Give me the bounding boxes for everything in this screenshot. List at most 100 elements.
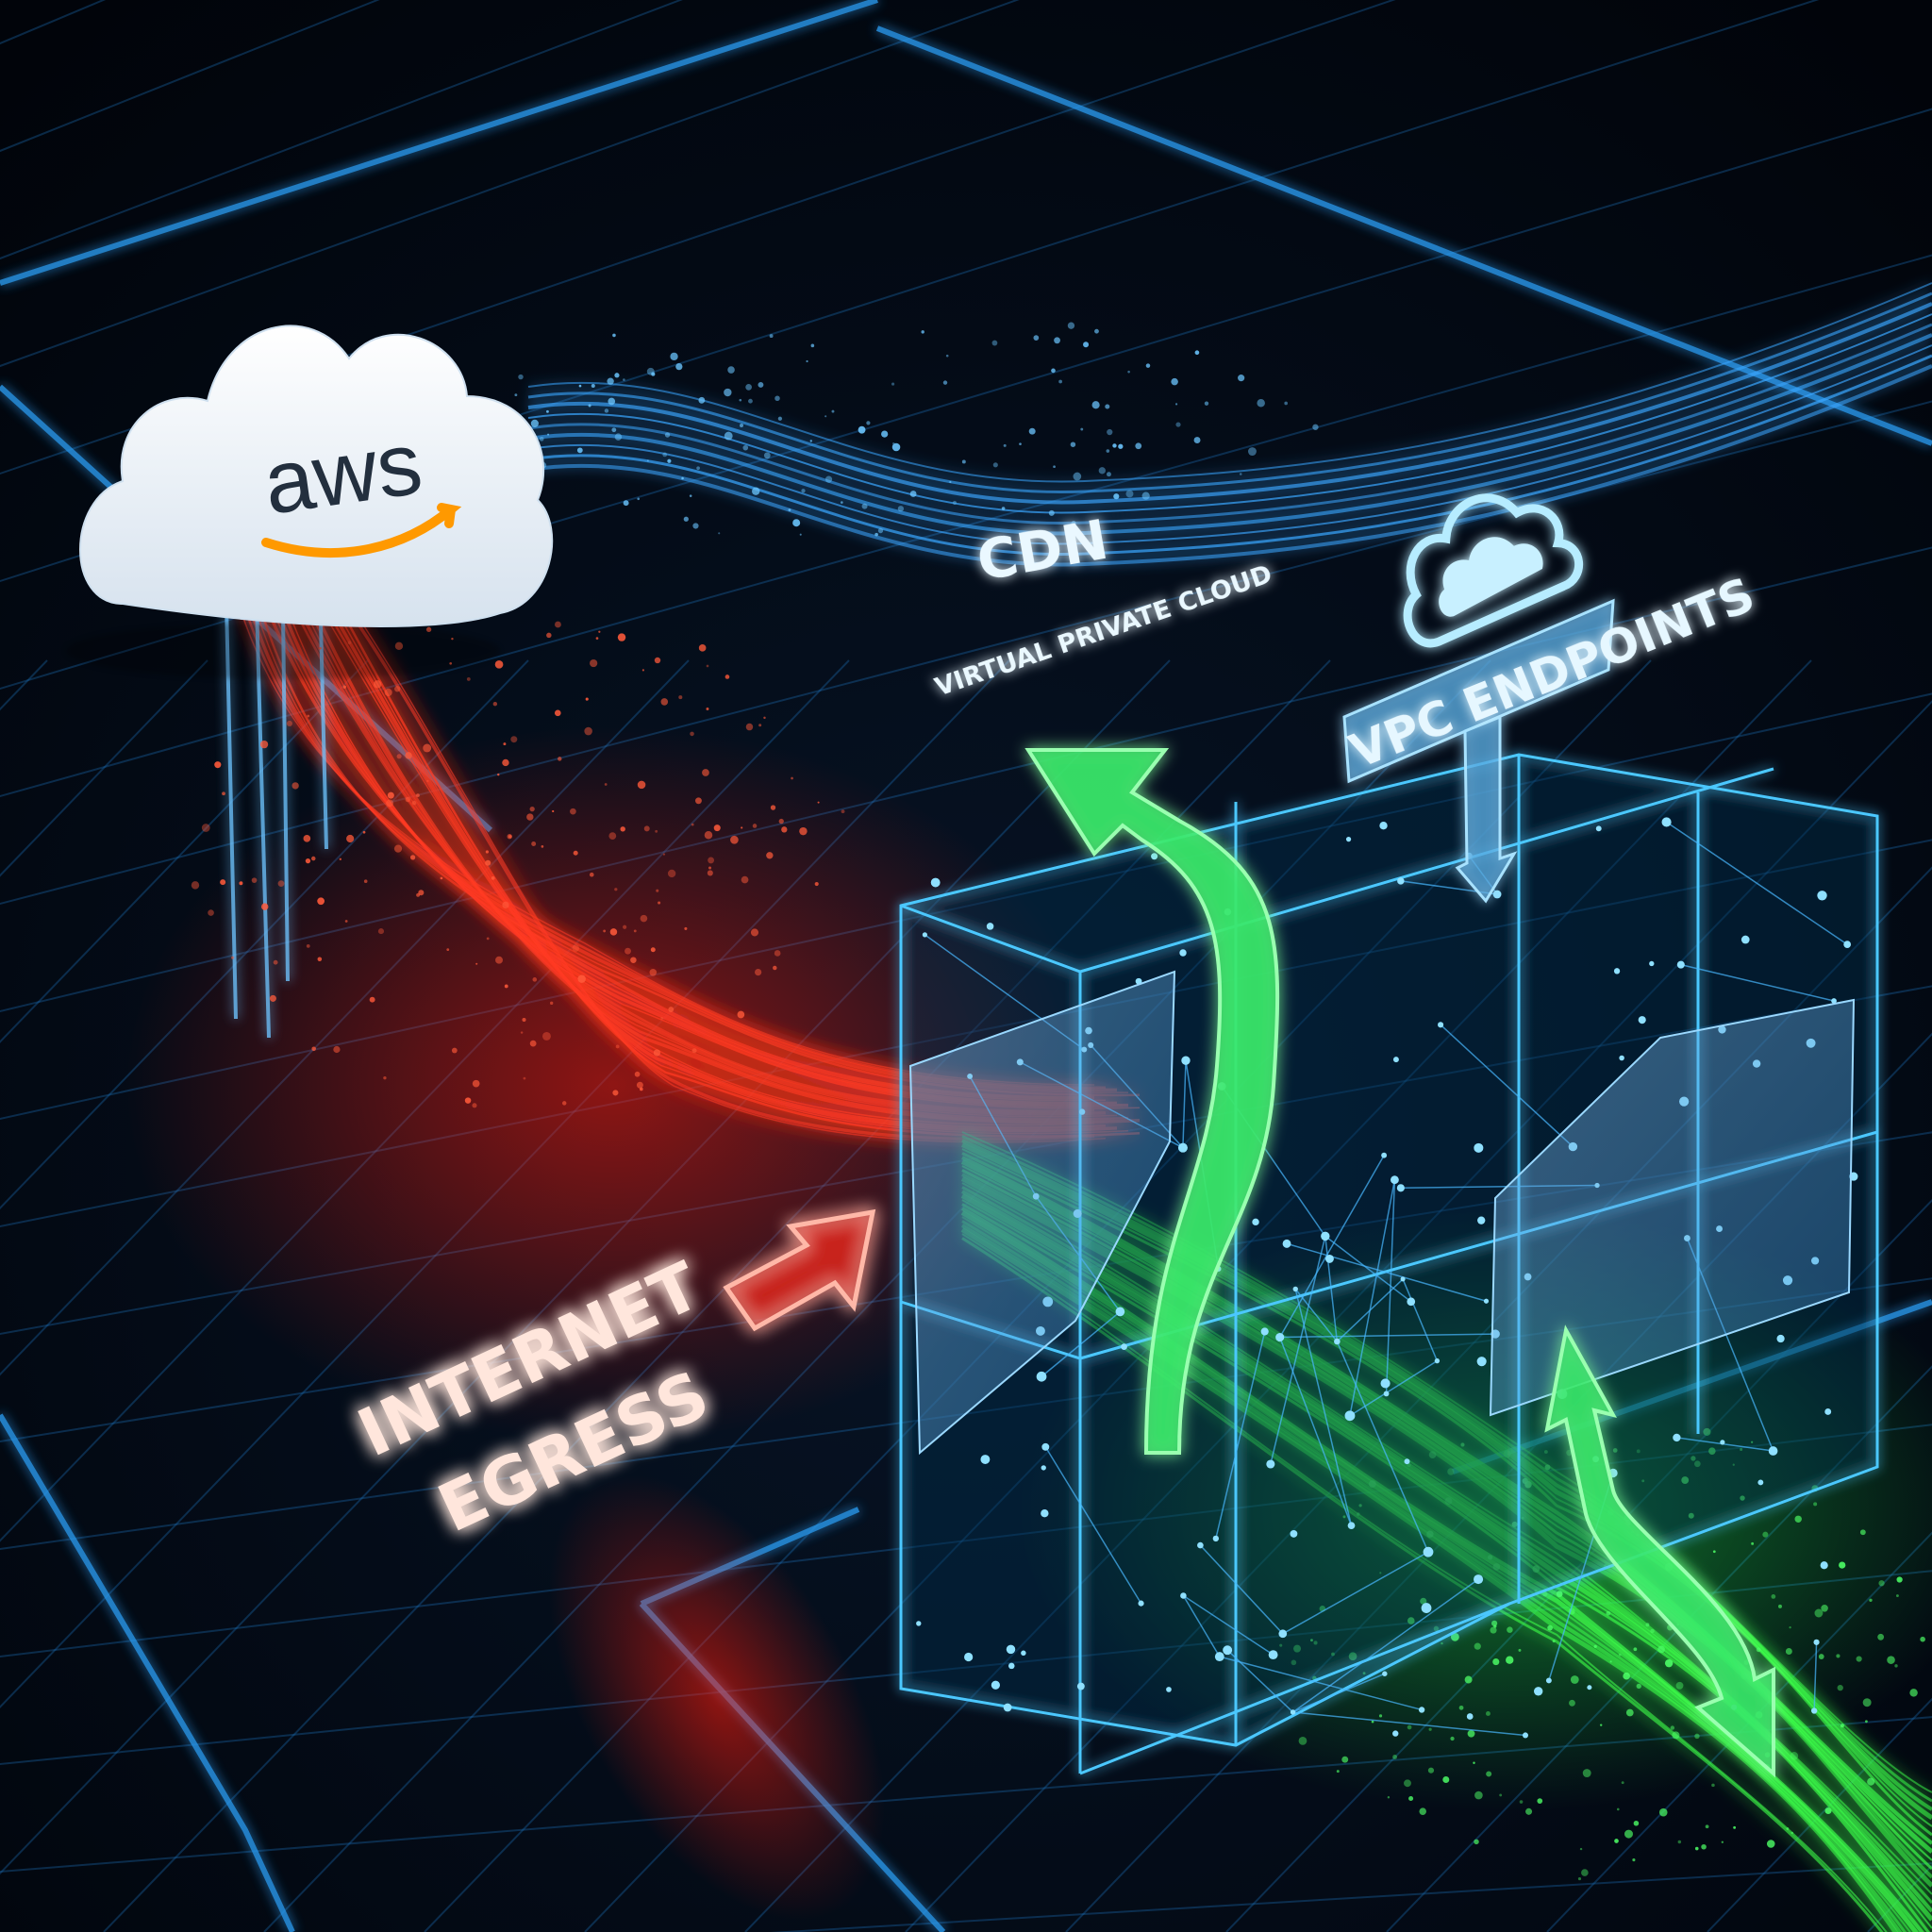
mesh-node [1347, 1522, 1356, 1530]
particle [667, 458, 672, 463]
grid-line [0, 659, 369, 1043]
mesh-node [1661, 817, 1672, 827]
particle [416, 892, 421, 897]
particle [251, 877, 258, 883]
particle [1645, 1623, 1650, 1627]
cloud-outline-icon [1403, 493, 1583, 648]
particle [588, 404, 591, 408]
mesh-node [1740, 935, 1750, 944]
mesh-link [1676, 1437, 1774, 1452]
particle [485, 859, 491, 866]
mesh-link [1680, 963, 1835, 1002]
red-stream-strand [336, 592, 1095, 1141]
particle [208, 909, 214, 916]
red-data-stream [235, 592, 1141, 1143]
particle [317, 897, 325, 906]
particle [1067, 322, 1075, 329]
particle [708, 857, 715, 864]
particle [405, 796, 411, 803]
particle [1392, 1755, 1398, 1759]
particle [1778, 1604, 1782, 1608]
particle [310, 856, 316, 861]
particle [1028, 427, 1036, 435]
mesh-node [1466, 1713, 1474, 1720]
particle [1247, 447, 1257, 457]
mesh-link [1279, 1333, 1496, 1339]
mesh-link [1279, 1337, 1353, 1526]
particle [1694, 1733, 1700, 1740]
mesh-node [1492, 890, 1502, 899]
mesh-node [1041, 1465, 1046, 1471]
particle [1582, 1769, 1591, 1777]
particle [640, 914, 648, 923]
particle [1862, 1698, 1872, 1707]
particle [1080, 427, 1084, 431]
particle [741, 875, 749, 884]
particle [1577, 1877, 1582, 1881]
bidirectional-arrow-icon [1544, 1324, 1775, 1778]
particle [1427, 1767, 1435, 1774]
mesh-link [1292, 1578, 1479, 1713]
mesh-node [1418, 1707, 1425, 1713]
particle [584, 726, 592, 736]
vpc-endpoints-sign [1342, 598, 1615, 904]
mesh-link [1336, 1341, 1429, 1553]
red-stream-strand [259, 593, 1095, 1100]
red-stream-strand [275, 593, 1129, 1108]
mesh-node [1177, 1142, 1188, 1153]
mesh-node [1214, 1652, 1224, 1662]
particle [1824, 1807, 1832, 1815]
mesh-node [1587, 1685, 1592, 1690]
particle [874, 532, 878, 537]
particle [766, 852, 774, 859]
particle [634, 1071, 641, 1077]
particle [1711, 1783, 1715, 1788]
particle [1790, 1752, 1799, 1760]
particle [485, 850, 489, 854]
particle [1813, 1502, 1818, 1507]
particle [589, 872, 594, 877]
particle [220, 879, 226, 886]
blue-stream-strand [527, 344, 1932, 545]
particle [1493, 1624, 1497, 1628]
red-reflection [549, 1475, 885, 1921]
particle [1864, 1720, 1868, 1724]
particle [1175, 422, 1181, 427]
red-stream-strand [240, 593, 1107, 1089]
mesh-node [1720, 1440, 1725, 1445]
particle [1867, 1777, 1875, 1786]
particle [546, 632, 552, 639]
particle [475, 962, 478, 965]
particle [1442, 1775, 1450, 1784]
particle [612, 1090, 619, 1096]
particle [491, 875, 495, 880]
particle [1127, 370, 1130, 374]
particle [799, 826, 808, 836]
particle [689, 494, 692, 497]
particle [724, 388, 732, 397]
particle [861, 503, 868, 509]
grid-line [0, 0, 683, 260]
particle [664, 432, 671, 438]
particle [1428, 1727, 1432, 1731]
particle [494, 659, 504, 669]
aws-logo-text: aws [258, 413, 427, 533]
particle [909, 491, 917, 497]
particle [305, 858, 311, 864]
blue-stream-strand [527, 282, 1932, 483]
mesh-node [1776, 1334, 1785, 1343]
particle [1896, 1576, 1903, 1583]
particle [609, 928, 618, 936]
particle [576, 447, 583, 454]
particle [1670, 1725, 1674, 1730]
particle [1003, 443, 1007, 447]
particle [1125, 490, 1134, 498]
particle [696, 466, 700, 471]
particle [681, 476, 684, 480]
particle [1048, 509, 1055, 516]
particle [526, 813, 534, 821]
particle [201, 824, 210, 832]
particle [1790, 1831, 1793, 1835]
particle [333, 1045, 341, 1054]
particle [617, 633, 626, 641]
